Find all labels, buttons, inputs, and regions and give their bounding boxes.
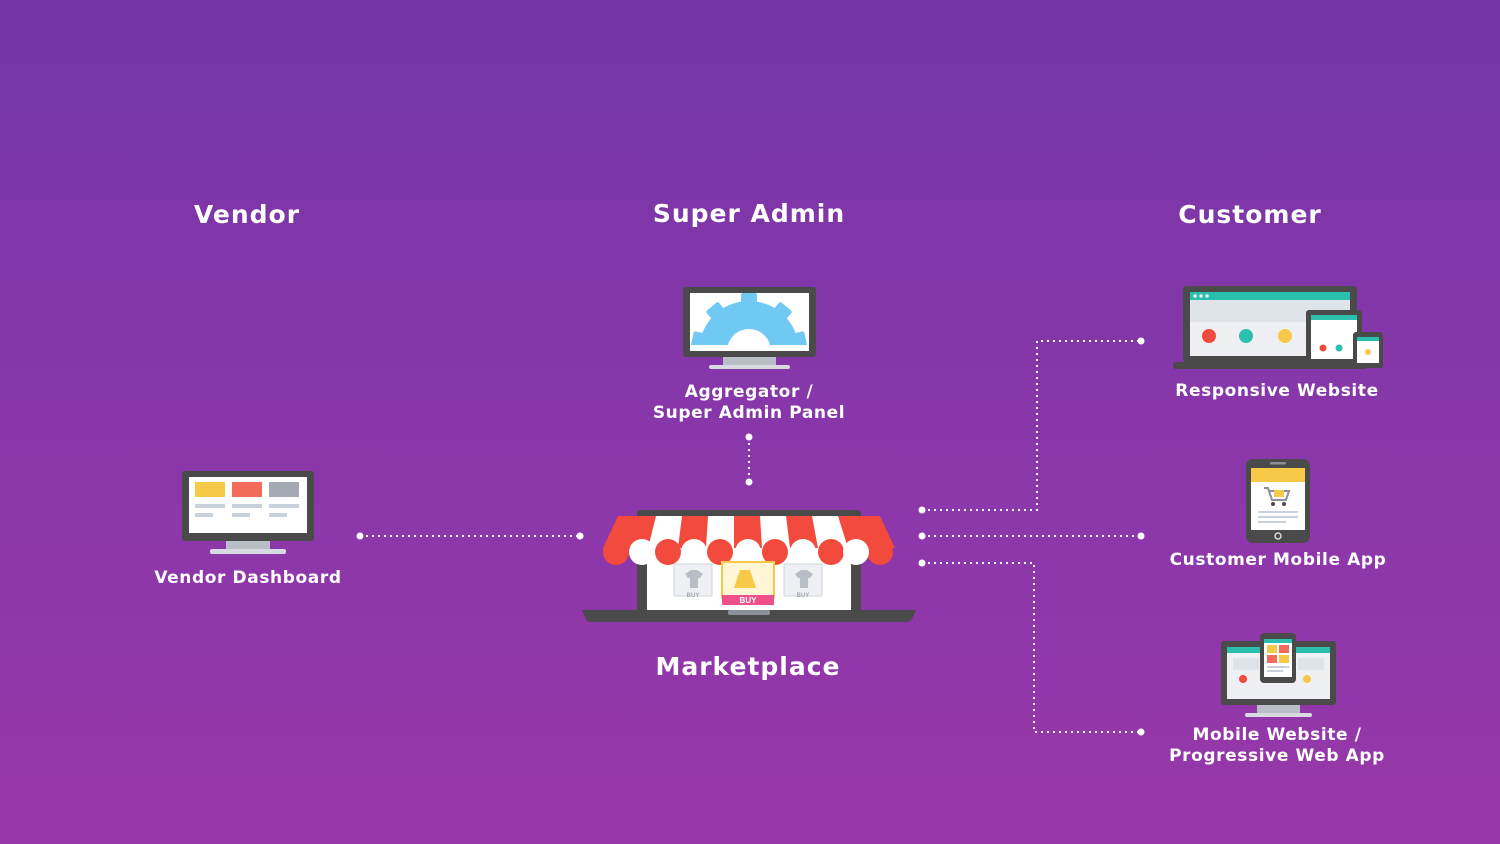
monitor-dashboard-icon: [182, 471, 314, 554]
svg-text:BUY: BUY: [687, 593, 700, 599]
heading-customer: Customer: [1178, 200, 1322, 229]
monitor-phone-icon: [1221, 633, 1336, 717]
label-mobile-website-pwa: Mobile Website / Progressive Web App: [1169, 725, 1385, 766]
svg-text:BUY: BUY: [740, 596, 758, 605]
multi-device-icon: [1173, 286, 1383, 369]
laptop-store-icon: BUY BUY BUY: [582, 510, 916, 622]
label-aggregator-panel: Aggregator / Super Admin Panel: [652, 382, 846, 423]
label-vendor-dashboard: Vendor Dashboard: [154, 568, 342, 588]
svg-text:BUY: BUY: [797, 593, 810, 599]
heading-super-admin: Super Admin: [652, 199, 846, 228]
connector-marketplace-pwa: [922, 562, 1141, 733]
label-marketplace: Marketplace: [655, 652, 841, 681]
label-responsive-website: Responsive Website: [1175, 381, 1379, 401]
phone-cart-icon: [1246, 459, 1310, 543]
heading-vendor: Vendor: [193, 200, 301, 229]
connector-marketplace-responsive: [922, 340, 1141, 511]
monitor-gear-icon: [683, 287, 816, 369]
label-customer-mobile-app: Customer Mobile App: [1169, 550, 1387, 570]
